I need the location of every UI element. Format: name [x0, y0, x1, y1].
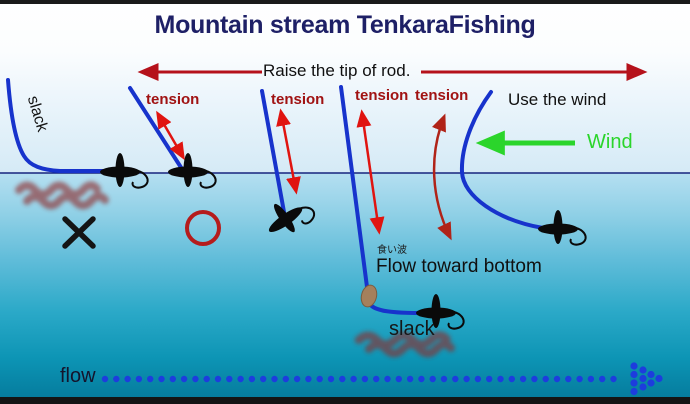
flow-toward-bottom-label: Flow toward bottom [376, 256, 542, 277]
tension-arrow-3 [356, 109, 385, 235]
sinker-icon [360, 284, 378, 308]
slack-label-bottom: slack [389, 318, 435, 340]
top-border-bar [0, 0, 690, 4]
use-the-wind-label: Use the wind [508, 90, 607, 109]
x-cross-icon [62, 216, 96, 249]
water-background [0, 173, 690, 404]
circle-icon [185, 210, 221, 246]
kuinami-label: 食い波 [377, 245, 407, 256]
wind-label: Wind [587, 131, 633, 153]
tension-arrow-1 [156, 110, 185, 161]
tension-label-2: tension [271, 91, 325, 108]
tension-arrow-4-curved [431, 113, 452, 241]
raise-tip-label: Raise the tip of rod. [263, 61, 411, 80]
tension-label-4: tension [415, 87, 469, 104]
line-slack [6, 78, 114, 173]
flow-label: flow [60, 365, 96, 387]
tension-label-1: tension [146, 91, 200, 108]
bottom-border-bar [0, 397, 690, 404]
tenkara-fly-icon-3 [257, 187, 319, 246]
line-use-wind [459, 90, 545, 230]
line-tension-3 [339, 85, 369, 289]
dotted-flow-arrow-icon [101, 362, 663, 396]
page-title: Mountain stream TenkaraFishing [154, 11, 536, 39]
current-squiggle-left [19, 185, 105, 205]
line-tension-2 [260, 89, 286, 214]
tension-arrow-2 [276, 108, 301, 195]
tenkara-fly-icon-1 [99, 152, 149, 189]
tenkara-fly-icon-5 [537, 209, 587, 246]
tension-label-3: tension [355, 87, 409, 104]
